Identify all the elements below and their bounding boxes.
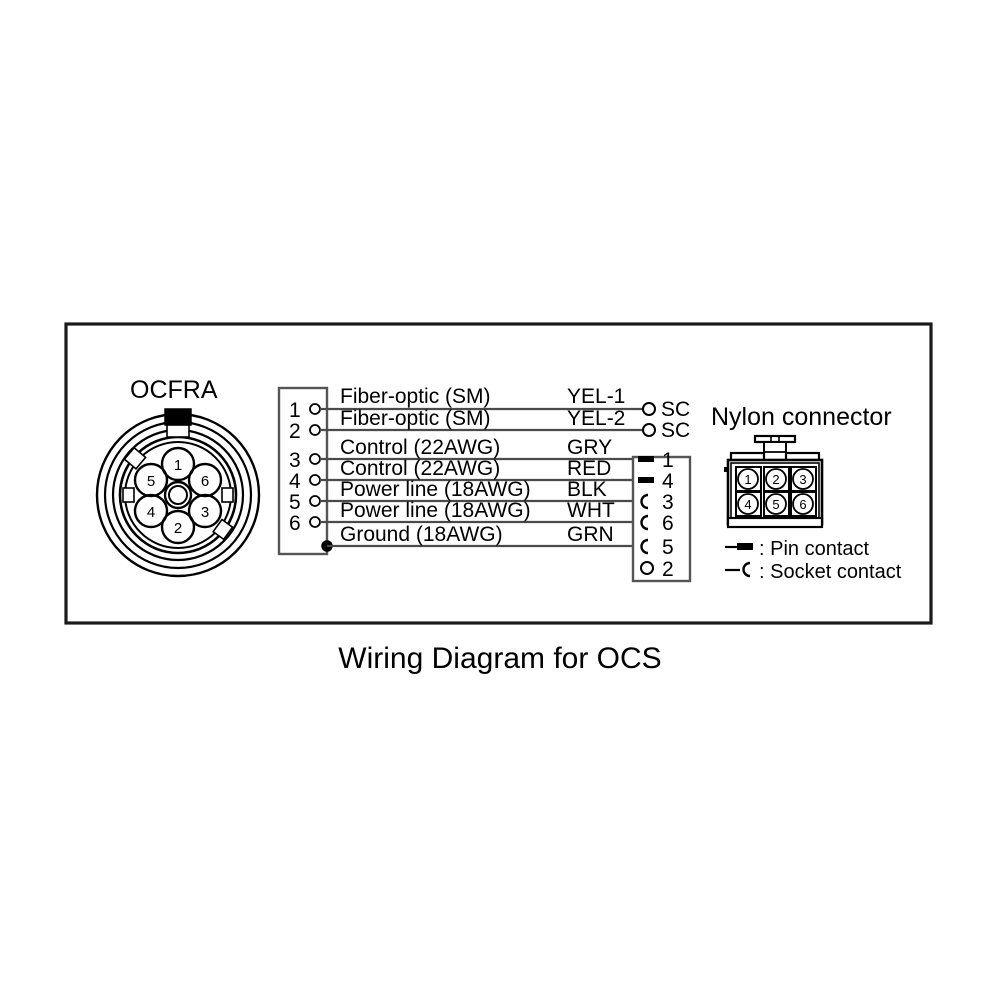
wire-ground-color: GRN	[567, 523, 614, 546]
right-terminal-1-pin-icon	[638, 456, 654, 462]
circular-pin-6-label: 6	[201, 473, 209, 490]
nylon-pin-3: 3	[792, 468, 814, 490]
ocfra-label: OCFRA	[130, 376, 218, 404]
left-pin-1-number: 1	[289, 399, 301, 422]
nylon-pin-1-label: 1	[744, 472, 751, 487]
circular-connector: 1 6 3 2 4 5	[95, 408, 261, 578]
wire-6-color: WHT	[567, 499, 615, 522]
sc-terminal-2-socket-icon	[642, 423, 656, 437]
legend-pin-contact-text: : Pin contact	[759, 538, 870, 560]
right-terminal-5-socket-icon	[640, 538, 649, 555]
right-terminal-1-label: 1	[662, 449, 674, 472]
legend-socket-contact-text: : Socket contact	[759, 561, 902, 583]
circular-pin-5: 5	[133, 462, 169, 498]
right-terminal-2-open-icon	[640, 561, 654, 575]
left-terminal-block: 1 2 3 4 5 6	[277, 386, 333, 556]
left-pin-5-number: 5	[289, 491, 301, 514]
circular-pin-1: 1	[160, 446, 196, 482]
right-terminal-2-label: 2	[662, 558, 674, 581]
left-pin-6-number: 6	[289, 512, 301, 535]
sc-terminal-1-socket-icon	[642, 402, 656, 416]
right-terminal-4-label: 4	[662, 470, 674, 493]
nylon-pin-5-label: 5	[772, 497, 779, 512]
wire-lines	[320, 407, 644, 548]
nylon-pin-1: 1	[737, 468, 759, 490]
right-terminal-3-label: 3	[662, 491, 674, 514]
circular-pin-2: 2	[160, 509, 196, 545]
nylon-pin-2: 2	[765, 468, 787, 490]
sc-terminal-2-label: SC	[661, 419, 690, 442]
circular-pin-3: 3	[187, 493, 223, 529]
right-terminal-4-pin-icon	[638, 477, 654, 483]
left-pin-4-number: 4	[289, 470, 301, 493]
circular-pin-5-label: 5	[147, 473, 155, 490]
sc-terminals: SC SC	[642, 398, 690, 442]
circular-pin-3-label: 3	[201, 504, 209, 521]
pin-contact-symbol-icon	[737, 543, 753, 550]
right-terminal-6-label: 6	[662, 512, 674, 535]
right-terminal-block: 1 4 3 6 5 2	[631, 449, 692, 583]
nylon-pin-2-label: 2	[772, 472, 779, 487]
wire-3-description: Control (22AWG)	[340, 436, 500, 459]
nylon-pin-6-label: 6	[799, 497, 806, 512]
wire-ground-description: Ground (18AWG)	[340, 523, 503, 546]
socket-contact-symbol-icon	[742, 561, 751, 578]
wire-5-description: Power line (18AWG)	[340, 478, 531, 501]
nylon-pin-5: 5	[765, 493, 787, 515]
left-pin-3-number: 3	[289, 449, 301, 472]
circular-pin-1-label: 1	[174, 457, 182, 474]
connector-key-marker	[164, 408, 192, 426]
nylon-pin-4: 4	[737, 493, 759, 515]
circular-pin-2-label: 2	[174, 520, 182, 537]
diagram-title: Wiring Diagram for OCS	[338, 642, 661, 675]
wire-3-color: GRY	[567, 436, 612, 459]
nylon-pin-6: 6	[792, 493, 814, 515]
right-terminal-6-socket-icon	[640, 514, 649, 531]
right-terminal-3-socket-icon	[640, 493, 649, 510]
left-pin-2-number: 2	[289, 420, 301, 443]
nylon-connector: 1 2 3 4 5 6	[724, 434, 824, 529]
wire-4-description: Control (22AWG)	[340, 457, 500, 480]
circular-pin-4-label: 4	[147, 504, 155, 521]
wire-2-description: Fiber-optic (SM)	[340, 407, 491, 430]
nylon-pin-3-label: 3	[799, 472, 806, 487]
wire-1-color: YEL-1	[567, 385, 625, 408]
legend: : Pin contact : Socket contact	[725, 538, 902, 583]
nylon-connector-label: Nylon connector	[711, 403, 892, 431]
wire-5-color: BLK	[567, 478, 607, 501]
nylon-pin-4-label: 4	[744, 497, 751, 512]
right-terminal-5-label: 5	[662, 536, 674, 559]
wire-2-color: YEL-2	[567, 407, 625, 430]
sc-terminal-1-label: SC	[661, 398, 690, 421]
wire-1-description: Fiber-optic (SM)	[340, 385, 491, 408]
wire-4-color: RED	[567, 457, 611, 480]
wire-6-description: Power line (18AWG)	[340, 499, 531, 522]
